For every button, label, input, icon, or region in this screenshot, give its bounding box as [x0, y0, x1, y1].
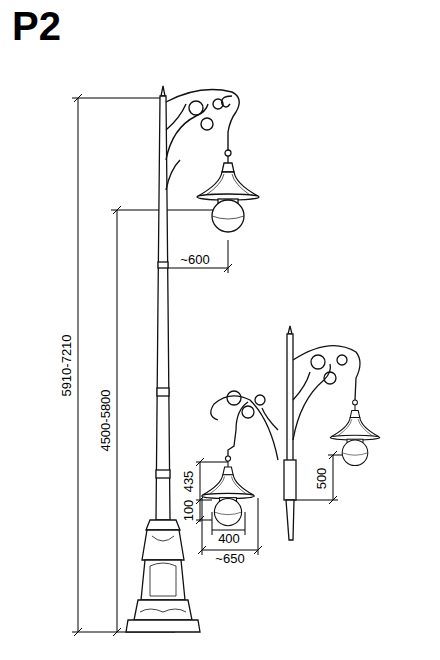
drawing-title: P2	[12, 6, 61, 46]
scroll-arm-detail	[211, 391, 278, 460]
dimension-label: 400	[217, 532, 241, 545]
main-pole	[126, 86, 200, 632]
dimension-label: 100	[182, 498, 195, 522]
dimension-label: ~650	[214, 552, 245, 565]
dimension-label: 500	[315, 466, 328, 490]
dimension-label: 4500-5800	[98, 388, 111, 452]
dimension-label: 435	[182, 469, 195, 493]
dimension-label: ~600	[179, 253, 210, 266]
dimension-lines	[72, 94, 355, 636]
dimension-label: 5910-7210	[59, 333, 72, 397]
